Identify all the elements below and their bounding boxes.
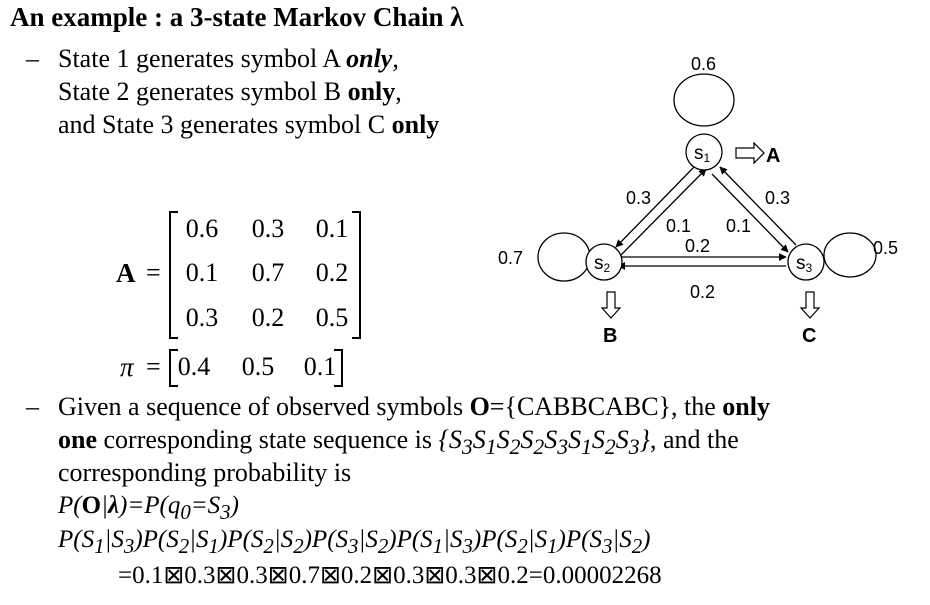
- bullet-dash: –: [26, 44, 39, 73]
- output-arrow-s1: A: [735, 141, 780, 167]
- state-s2: s2: [585, 243, 623, 281]
- edge-s2-s3-label: 0.2: [685, 236, 710, 256]
- pi-value: 0.1: [303, 352, 337, 381]
- self-loop-s3-label: 0.5: [873, 238, 898, 258]
- bullet2-line2-post: , and the: [649, 425, 739, 454]
- bullet2-observation: O: [469, 392, 490, 421]
- bullet2-line1-text: Given a sequence of observed symbols: [58, 392, 470, 421]
- output-arrow-s2: B: [600, 291, 622, 347]
- edge-s3-s1-label: 0.1: [726, 216, 751, 236]
- edge-s1-s2: 0.3 0.1: [615, 166, 707, 256]
- pi-equals: =: [146, 352, 161, 381]
- probability-eq-1: P(O|λ)=P(q0=S3): [58, 492, 239, 524]
- matrix-cell: 0.5: [315, 303, 349, 332]
- edge-s2-s1-label: 0.1: [666, 216, 691, 236]
- bullet2-line2: one corresponding state sequence is {S3S…: [58, 425, 739, 460]
- matrix-cell: 0.3: [185, 303, 219, 332]
- state-sequence: {S3S1S2S2S3S1S2S3}: [438, 425, 650, 460]
- bullet1-line2-emphasis: only: [347, 77, 396, 106]
- bullet1-line2-punct: ,: [395, 77, 402, 106]
- bullet1-line3-emphasis: only: [391, 110, 440, 139]
- bullet1-line2: State 2 generates symbol B only,: [58, 77, 402, 107]
- matrix-equals: =: [146, 258, 161, 287]
- pi-value: 0.5: [241, 352, 275, 381]
- output-arrow-s3: C: [799, 291, 821, 347]
- bullet1-line2-text: State 2 generates symbol B: [58, 77, 348, 106]
- bullet2-line2-one: one: [58, 425, 97, 454]
- self-loop-s3: 0.5: [823, 232, 898, 278]
- self-loop-s2-label: 0.7: [498, 248, 523, 268]
- bullet2-line1-only: only: [722, 392, 770, 421]
- edge-s1-s3-label: 0.3: [765, 188, 790, 208]
- state-s3: s3: [787, 243, 825, 281]
- matrix-cell: 0.3: [251, 214, 285, 243]
- self-loop-s1-label: 0.6: [691, 54, 716, 74]
- matrix-cell: 0.7: [251, 258, 285, 287]
- state-s1: s1: [685, 133, 723, 171]
- matrix-brackets: [169, 211, 361, 339]
- output-A: A: [766, 145, 780, 167]
- matrix-cell: 0.1: [185, 258, 219, 287]
- probability-eq-3: =0.1⊠0.3⊠0.3⊠0.7⊠0.2⊠0.3⊠0.3⊠0.2=0.00002…: [118, 562, 662, 589]
- pi-label: π: [120, 352, 134, 382]
- matrix-cell: 0.2: [251, 303, 285, 332]
- bullet2-line1-mid: ={CABBCABC}, the: [489, 392, 723, 421]
- matrix-cell: 0.1: [315, 214, 349, 243]
- self-loop-s1: 0.6: [673, 54, 735, 127]
- pi-value: 0.4: [177, 352, 211, 381]
- state-diagram: 0.6 0.7 0.5 0.3 0.1 0.3 0.1 0.2 0.2 s1 s…: [498, 54, 898, 347]
- bullet2-line1: Given a sequence of observed symbols O={…: [58, 392, 770, 422]
- self-loop-s2: 0.7: [498, 232, 591, 282]
- bullet1-line1-text: State 1 generates symbol A: [58, 44, 347, 73]
- edge-s1-s3: 0.3 0.1: [711, 166, 797, 253]
- bullet1-line3-text: and State 3 generates symbol C: [58, 110, 392, 139]
- output-C: C: [802, 325, 816, 347]
- bullet1-line1: State 1 generates symbol A only,: [58, 44, 399, 74]
- bullet1-line1-punct: ,: [392, 44, 399, 73]
- pi-brackets: [169, 349, 343, 387]
- bullet1-line1-emphasis: only: [346, 44, 393, 73]
- probability-eq-2: P(S1|S3)P(S2|S1)P(S2|S2)P(S3|S2)P(S1|S3)…: [58, 526, 651, 558]
- matrix-label: A: [116, 258, 136, 288]
- matrix-cell: 0.6: [185, 214, 219, 243]
- output-B: B: [603, 325, 617, 347]
- bullet2-line2-text: corresponding state sequence is: [97, 425, 439, 454]
- bullet-dash: –: [26, 392, 39, 421]
- edge-s1-s2-label: 0.3: [626, 188, 651, 208]
- matrix-cell: 0.2: [315, 258, 349, 287]
- edge-s2-s3: 0.2 0.2: [617, 236, 787, 302]
- edge-s3-s2-label: 0.2: [690, 282, 715, 302]
- bullet1-line3: and State 3 generates symbol C only: [58, 110, 439, 140]
- bullet2-line3: corresponding probability is: [58, 458, 352, 487]
- page-title: An example : a 3-state Markov Chain λ: [10, 2, 464, 32]
